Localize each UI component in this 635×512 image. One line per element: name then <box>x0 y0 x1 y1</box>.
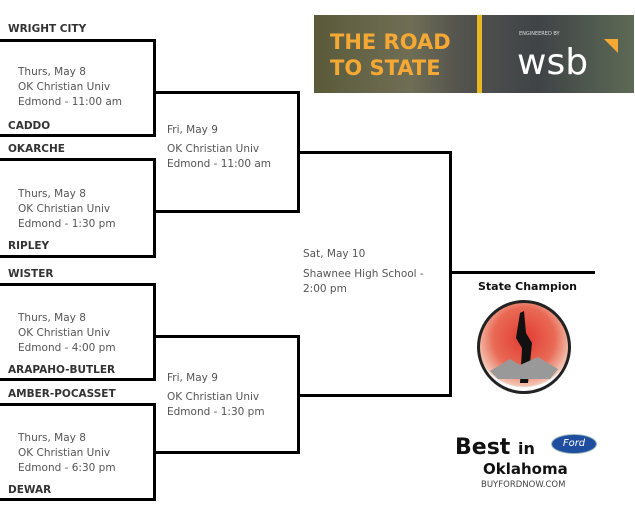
team-arapaho-butler: ARAPAHO-BUTLER <box>8 364 116 376</box>
road-stripe <box>477 15 482 93</box>
team-dewar: DEWAR <box>8 484 52 496</box>
team-okarche: OKARCHE <box>8 143 65 155</box>
wsb-logo: wsb <box>517 42 589 83</box>
ad-headline: Best in <box>455 435 535 460</box>
ossaa-seal-logo <box>477 300 571 394</box>
ad-url[interactable]: BUYFORDNOW.COM <box>481 480 566 490</box>
team-wright-city: WRIGHT CITY <box>8 23 87 35</box>
team-amber-pocasset: AMBER-POCASSET <box>8 388 116 400</box>
team-wister: WISTER <box>8 268 54 280</box>
arrow-icon <box>604 39 618 53</box>
ad-oklahoma: Oklahoma <box>483 460 568 478</box>
team-ripley: RIPLEY <box>8 240 50 252</box>
ford-logo: Ford <box>551 434 597 454</box>
engineered-by: ENGINEERED BY <box>519 31 560 37</box>
state-champion-label: State Champion <box>478 280 577 293</box>
ford-best-in-oklahoma-ad[interactable]: Ford Best in Oklahoma BUYFORDNOW.COM <box>455 434 605 496</box>
team-caddo: CADDO <box>8 120 51 132</box>
